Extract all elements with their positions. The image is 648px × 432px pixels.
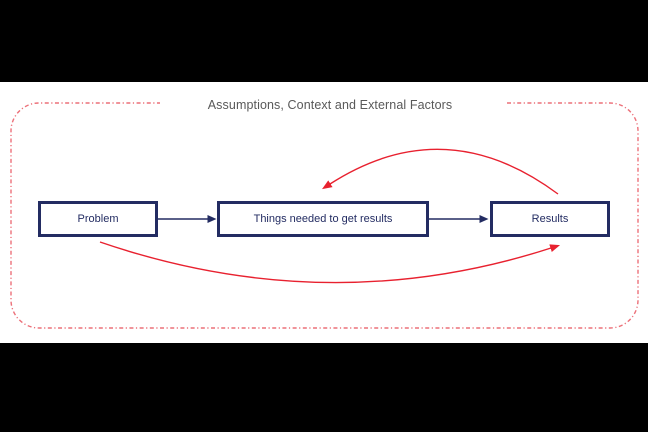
- letterbox-top: [0, 0, 648, 82]
- things-needed-box: Things needed to get results: [217, 201, 429, 237]
- things-needed-box-label: Things needed to get results: [253, 213, 393, 225]
- results-box: Results: [490, 201, 610, 237]
- results-box-label: Results: [531, 213, 569, 225]
- letterbox-bottom: [0, 343, 648, 432]
- problem-box-label: Problem: [77, 213, 119, 225]
- diagram-title: Assumptions, Context and External Factor…: [207, 98, 453, 112]
- problem-box: Problem: [38, 201, 158, 237]
